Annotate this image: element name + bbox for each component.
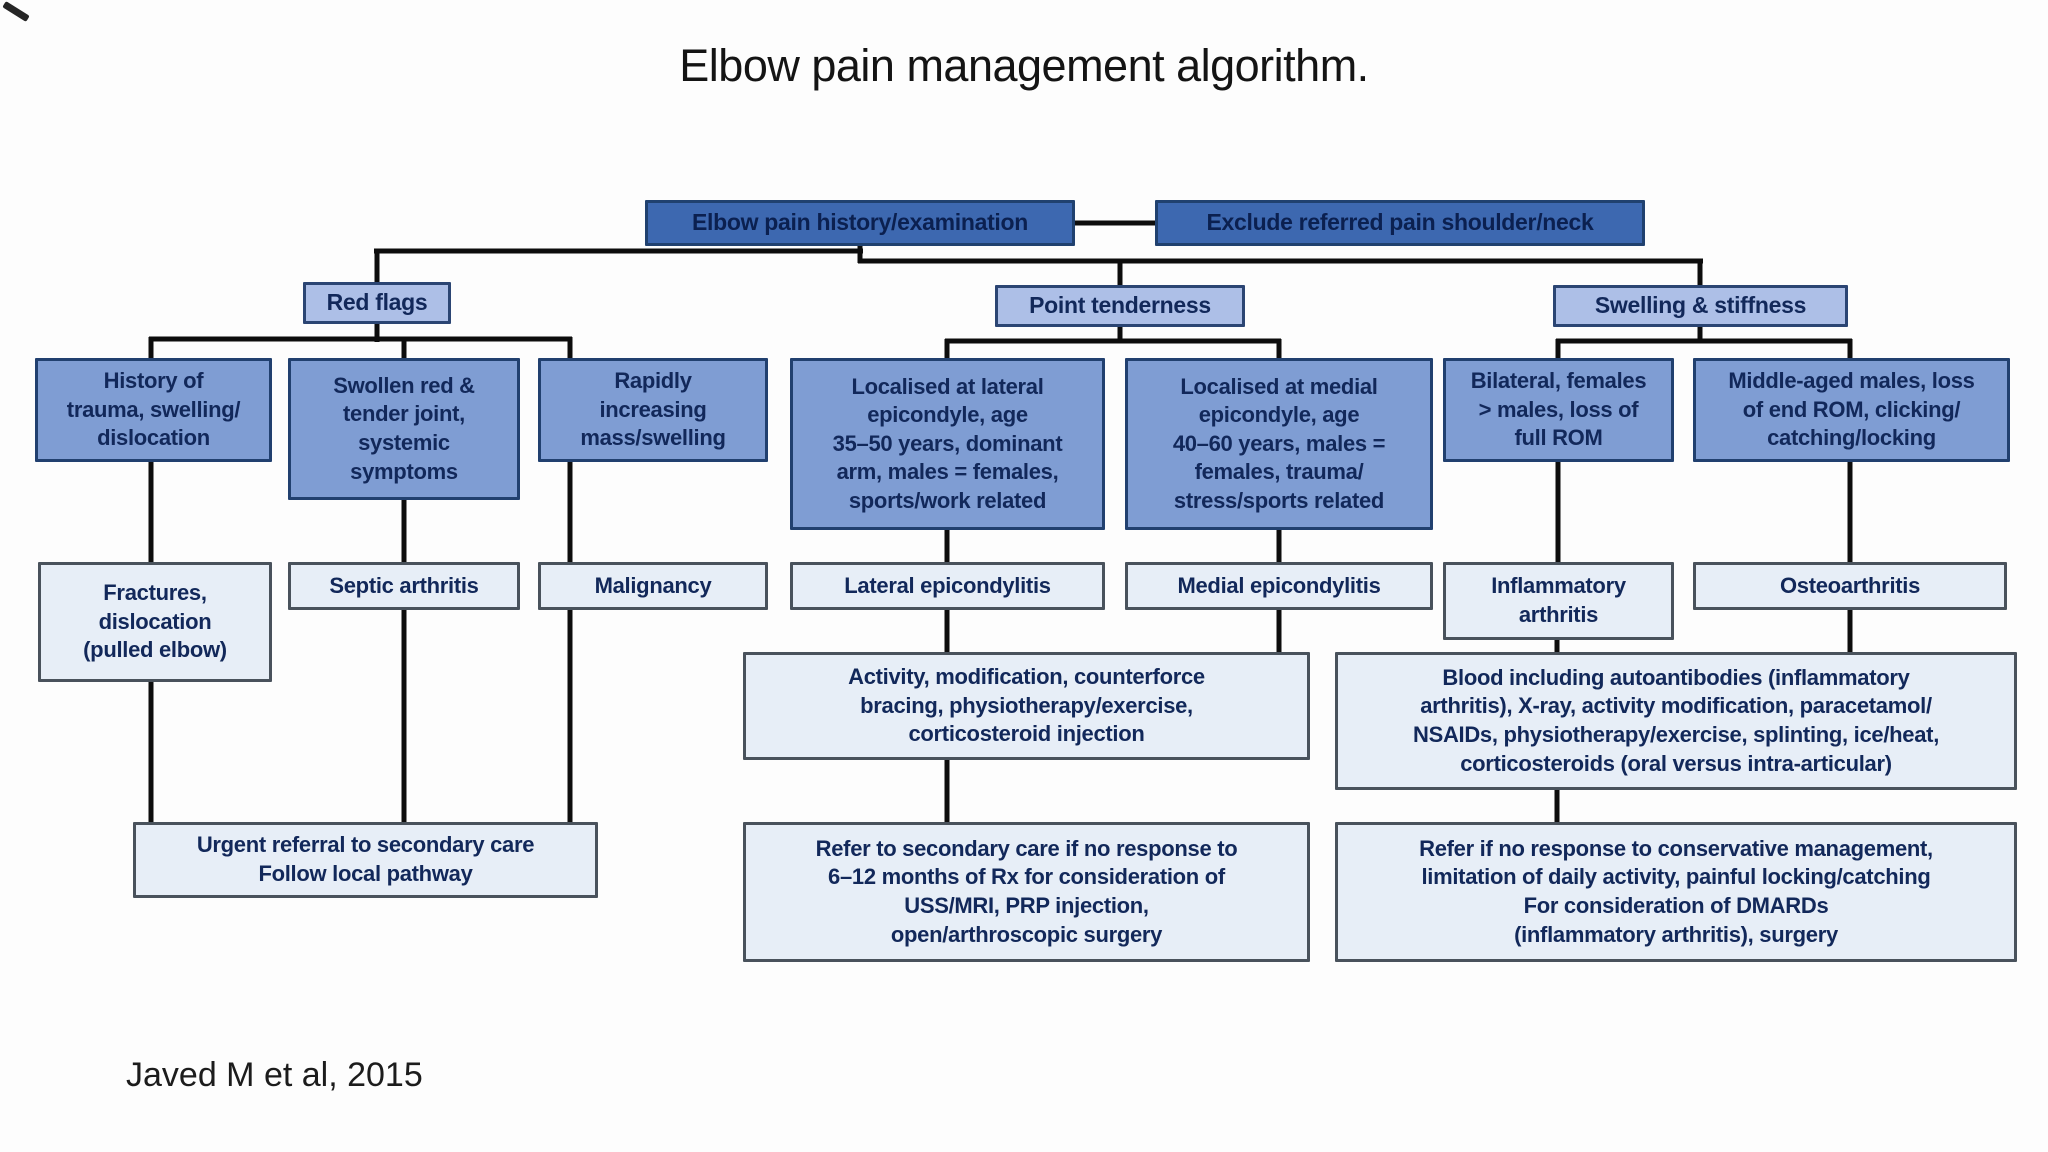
node-middle-aged-males: Middle-aged males, loss of end ROM, clic… <box>1693 358 2010 462</box>
node-swollen-red-tender-joint: Swollen red & tender joint, systemic sym… <box>288 358 520 500</box>
node-fractures-dislocation: Fractures, dislocation (pulled elbow) <box>38 562 272 682</box>
node-rapidly-increasing-mass: Rapidly increasing mass/swelling <box>538 358 768 462</box>
node-malignancy: Malignancy <box>538 562 768 610</box>
node-medial-epicondylitis: Medial epicondylitis <box>1125 562 1433 610</box>
node-septic-arthritis: Septic arthritis <box>288 562 520 610</box>
node-localised-lateral-epicondyle: Localised at lateral epicondyle, age 35–… <box>790 358 1105 530</box>
node-localised-medial-epicondyle: Localised at medial epicondyle, age 40–6… <box>1125 358 1433 530</box>
page-title: Elbow pain management algorithm. <box>679 40 1369 91</box>
node-arthritis-referral: Refer if no response to conservative man… <box>1335 822 2017 962</box>
node-exclude-referred-pain: Exclude referred pain shoulder/neck <box>1155 200 1645 246</box>
node-epicondylitis-referral: Refer to secondary care if no response t… <box>743 822 1310 962</box>
node-inflammatory-arthritis: Inflammatory arthritis <box>1443 562 1674 640</box>
node-history-of-trauma: History of trauma, swelling/ dislocation <box>35 358 272 462</box>
node-epicondylitis-treatment: Activity, modification, counterforce bra… <box>743 652 1310 760</box>
citation-text: Javed M et al, 2015 <box>126 1056 423 1094</box>
node-point-tenderness: Point tenderness <box>995 285 1245 327</box>
node-urgent-referral: Urgent referral to secondary care Follow… <box>133 822 598 898</box>
node-osteoarthritis: Osteoarthritis <box>1693 562 2007 610</box>
node-lateral-epicondylitis: Lateral epicondylitis <box>790 562 1105 610</box>
node-swelling-stiffness: Swelling & stiffness <box>1553 285 1848 327</box>
node-arthritis-treatment: Blood including autoantibodies (inflamma… <box>1335 652 2017 790</box>
node-bilateral-females: Bilateral, females > males, loss of full… <box>1443 358 1674 462</box>
node-elbow-pain-history-examination: Elbow pain history/examination <box>645 200 1075 246</box>
node-red-flags: Red flags <box>303 282 451 324</box>
